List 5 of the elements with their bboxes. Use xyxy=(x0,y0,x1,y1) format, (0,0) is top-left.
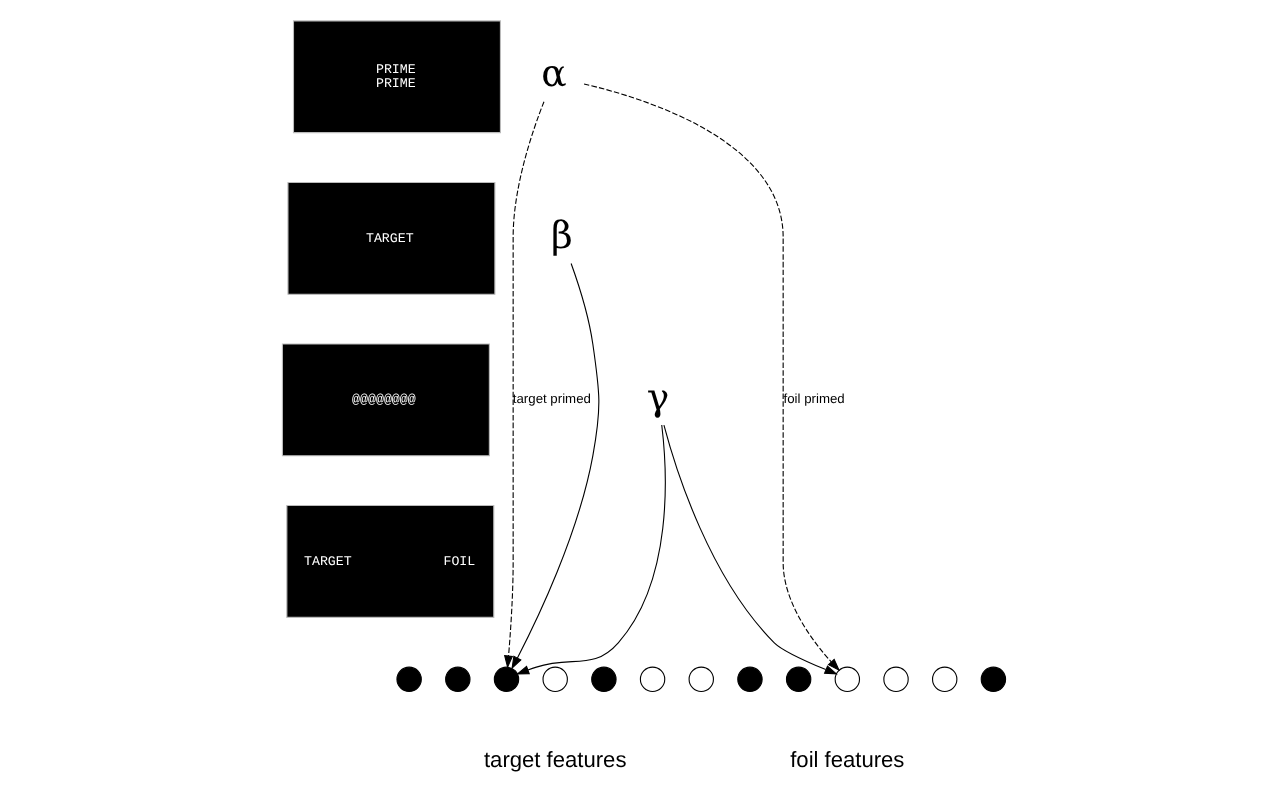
label: foil features xyxy=(790,748,905,773)
node-text: β xyxy=(550,215,573,258)
node-text: α xyxy=(541,54,567,97)
label: target features xyxy=(483,748,627,773)
node-text: γ xyxy=(646,377,670,420)
